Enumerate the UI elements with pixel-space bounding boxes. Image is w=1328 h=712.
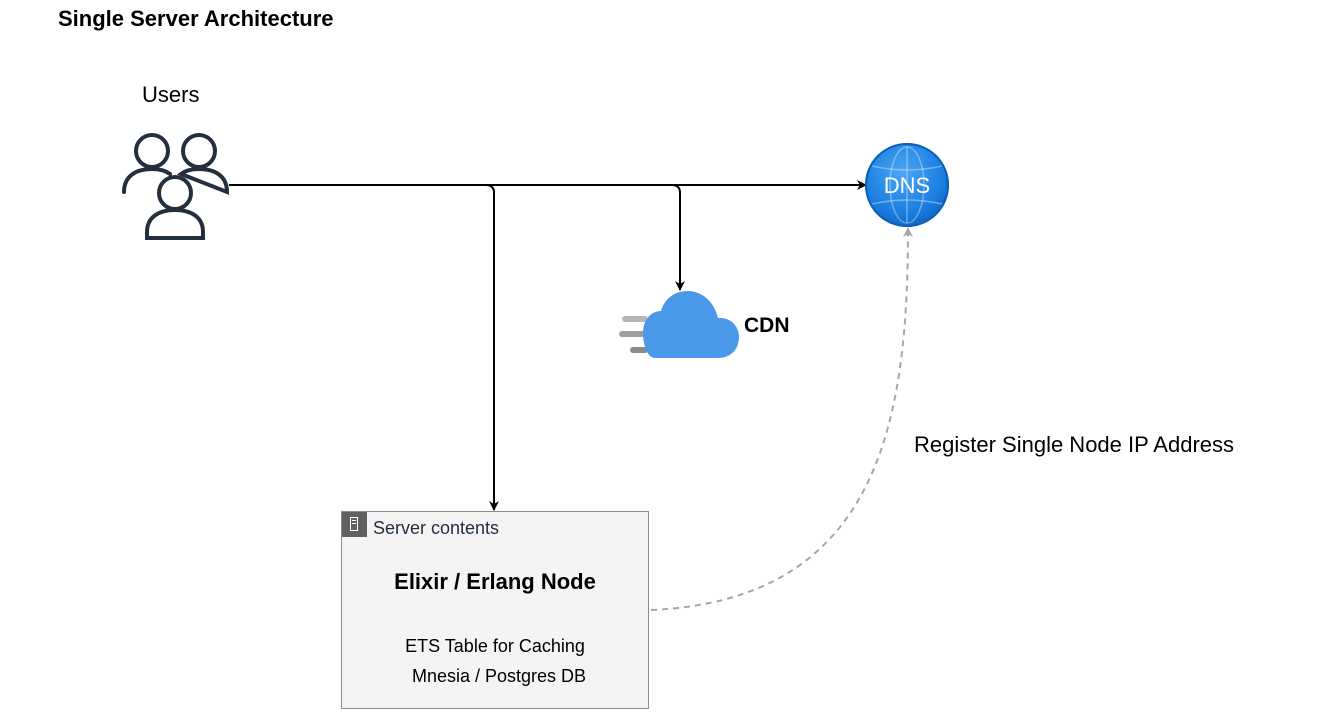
ets-table-line: ETS Table for Caching bbox=[405, 636, 585, 656]
globe-icon: DNS bbox=[865, 143, 949, 227]
cdn-label: CDN bbox=[744, 314, 790, 337]
server-heading: Server contents bbox=[373, 518, 500, 538]
database-line: Mnesia / Postgres DB bbox=[411, 666, 587, 686]
users-icon bbox=[122, 133, 230, 240]
users-to-server-arrow bbox=[485, 184, 499, 511]
users-label: Users bbox=[142, 82, 200, 107]
node-title: Elixir / Erlang Node bbox=[394, 569, 596, 594]
server-icon bbox=[342, 512, 367, 537]
register-dns-arrow bbox=[650, 227, 913, 611]
cloud-icon bbox=[619, 291, 739, 358]
diagram-title: Single Server Architecture bbox=[58, 6, 334, 31]
register-ip-label: Register Single Node IP Address bbox=[914, 432, 1234, 457]
dns-label: DNS bbox=[884, 173, 930, 198]
users-to-cdn-arrow bbox=[671, 184, 685, 291]
server-contents-box: Server contents Elixir / Erlang Node ETS… bbox=[341, 511, 649, 709]
